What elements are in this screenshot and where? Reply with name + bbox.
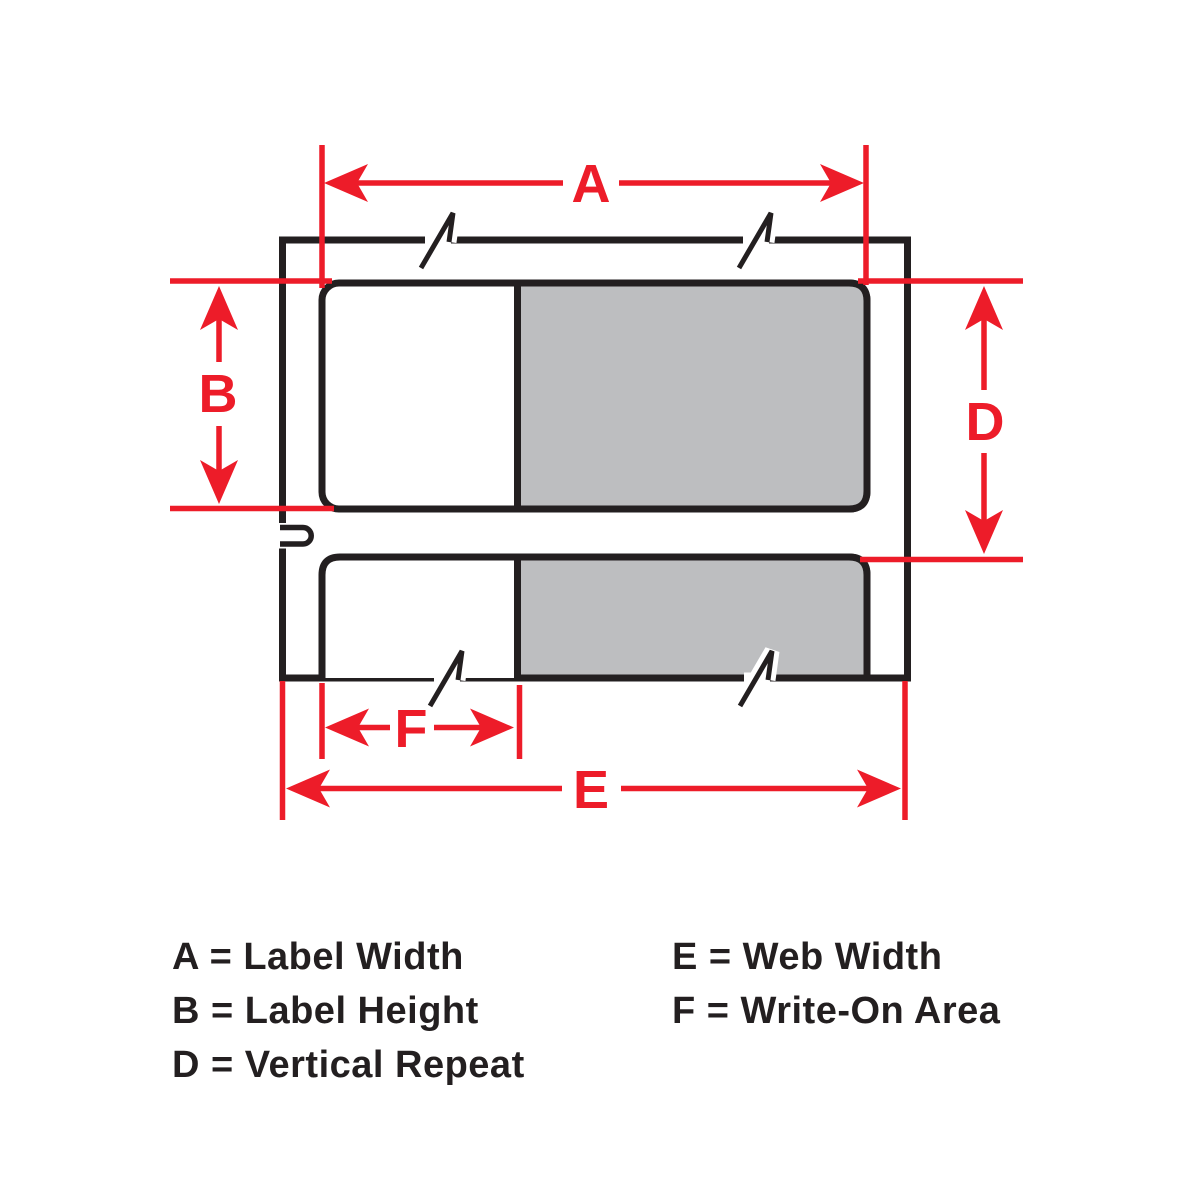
dimension-d: D [858,278,1023,563]
dimension-f: F [319,683,523,759]
dimension-b-letter: B [199,364,238,424]
legend-item-label-height: B = Label Height [172,990,479,1032]
dimension-b: B [170,278,334,512]
sensor-notch-slot [280,524,314,547]
arrowhead-down-icon [965,510,1003,554]
break-bolt-icon [737,649,775,708]
break-mark-top-right [732,209,779,272]
arrowhead-right-icon [820,164,864,202]
sensor-notch [274,523,314,549]
break-bolt-icon [418,211,456,270]
label-1 [318,279,871,513]
arrowhead-down-icon [200,460,238,504]
arrowhead-left-icon [325,708,369,747]
break-mark-bottom-left [423,647,470,710]
break-bolt-icon [736,211,774,270]
dimension-e-letter: E [573,760,609,820]
dimension-d-letter: D [966,392,1005,452]
legend-item-label-width: A = Label Width [172,936,464,978]
legend-item-write-on-area: F = Write-On Area [672,990,1001,1032]
label-2 [318,553,871,682]
dimension-f-letter: F [395,699,428,759]
legend-item-web-width: E = Web Width [672,936,943,978]
arrowhead-right-icon [857,769,901,808]
arrowhead-up-icon [965,286,1003,330]
arrowhead-right-icon [470,708,514,747]
dimension-a-letter: A [572,154,611,214]
label-1-print-area [514,279,871,513]
label-2-print-area [514,553,871,682]
legend-item-vertical-repeat: D = Vertical Repeat [172,1044,525,1086]
arrowhead-left-icon [324,164,368,202]
dimension-a: A [319,145,869,288]
break-mark-top-left [414,209,461,272]
break-bolt-icon [427,649,465,708]
arrowhead-left-icon [286,769,330,808]
arrowhead-up-icon [200,286,238,330]
break-mark-bottom-right [733,647,780,710]
dimension-e: E [279,681,908,820]
